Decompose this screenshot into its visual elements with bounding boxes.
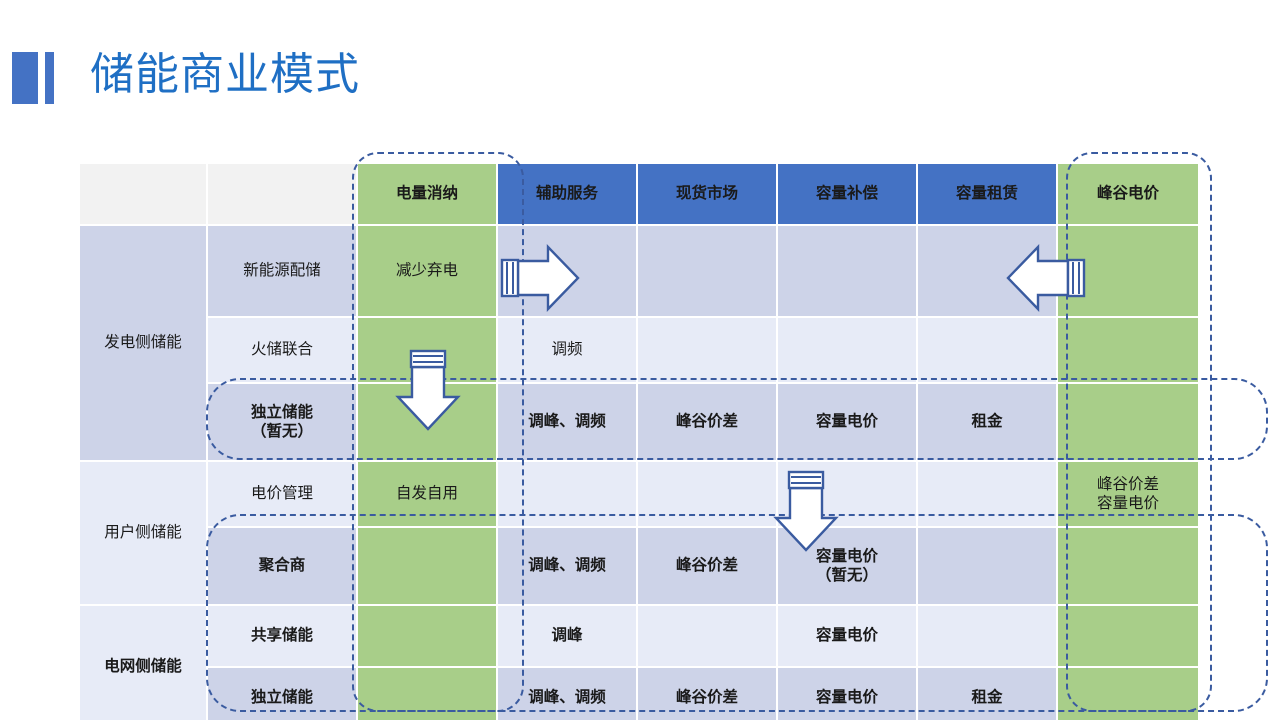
- cell-r6-c1: 调峰、调频: [498, 668, 638, 720]
- cell-r4-c1: 调峰、调频: [498, 528, 638, 606]
- cell-r1-c1: 调频: [498, 318, 638, 384]
- cell-r5-c0: [358, 606, 498, 668]
- column-header-0[interactable]: 电量消纳: [358, 164, 498, 226]
- row-label-4: 聚合商: [208, 528, 358, 606]
- table-row: 电网侧储能共享储能调峰容量电价: [80, 606, 1200, 720]
- cell-r2-c0: [358, 384, 498, 462]
- cell-r3-c1: [498, 462, 638, 528]
- page-title: 储能商业模式: [90, 49, 360, 100]
- row-label-1: 火储联合: [208, 318, 358, 384]
- cell-r4-c3: 容量电价（暂无）: [778, 528, 918, 606]
- group-label-2: 电网侧储能: [80, 606, 208, 720]
- cell-r2-c5: [1058, 384, 1200, 462]
- cell-r3-c4: [918, 462, 1058, 528]
- cell-r1-c4: [918, 318, 1058, 384]
- cell-r1-c3: [778, 318, 918, 384]
- cell-r4-c0: [358, 528, 498, 606]
- cell-r0-c2: [638, 226, 778, 318]
- group-label-0: 发电侧储能: [80, 226, 208, 462]
- cell-r1-c2: [638, 318, 778, 384]
- cell-r4-c2: 峰谷价差: [638, 528, 778, 606]
- cell-r2-c3: 容量电价: [778, 384, 918, 462]
- cell-r3-c0: 自发自用: [358, 462, 498, 528]
- row-label-3: 电价管理: [208, 462, 358, 528]
- cell-r3-c5: 峰谷价差容量电价: [1058, 462, 1200, 528]
- cell-r2-c1: 调峰、调频: [498, 384, 638, 462]
- column-header-2[interactable]: 现货市场: [638, 164, 778, 226]
- table-row: 独立储能（暂无） 调峰、调频峰谷价差容量电价租金: [80, 384, 1200, 462]
- cell-r1-c5: [1058, 318, 1200, 384]
- cell-r5-c3: 容量电价: [778, 606, 918, 668]
- cell-r2-c2: 峰谷价差: [638, 384, 778, 462]
- title-accent-bars: [12, 52, 54, 104]
- table-row: 用户侧储能电价管理自发自用 峰谷价差容量电价: [80, 462, 1200, 606]
- row-label-6: 独立储能: [208, 668, 358, 720]
- cell-r5-c5: [1058, 606, 1200, 668]
- table-row: 火储联合 调频: [80, 318, 1200, 384]
- column-header-4[interactable]: 容量租赁: [918, 164, 1058, 226]
- cell-r0-c4: [918, 226, 1058, 318]
- column-header-5[interactable]: 峰谷电价: [1058, 164, 1200, 226]
- column-header-1[interactable]: 辅助服务: [498, 164, 638, 226]
- cell-r6-c0: [358, 668, 498, 720]
- cell-r0-c3: [778, 226, 918, 318]
- business-model-matrix: 电量消纳辅助服务现货市场容量补偿容量租赁峰谷电价发电侧储能新能源配储减少弃电火储…: [80, 164, 1200, 720]
- cell-r6-c3: 容量电价: [778, 668, 918, 720]
- cell-r0-c1: [498, 226, 638, 318]
- cell-r1-c0: [358, 318, 498, 384]
- table-row: 聚合商 调峰、调频峰谷价差容量电价（暂无）: [80, 528, 1200, 606]
- cell-r6-c2: 峰谷价差: [638, 668, 778, 720]
- cell-r0-c5: [1058, 226, 1200, 318]
- cell-r3-c3: [778, 462, 918, 528]
- cell-r0-c0: 减少弃电: [358, 226, 498, 318]
- group-label-1: 用户侧储能: [80, 462, 208, 606]
- cell-r3-c2: [638, 462, 778, 528]
- row-label-0: 新能源配储: [208, 226, 358, 318]
- column-header-3[interactable]: 容量补偿: [778, 164, 918, 226]
- cell-r5-c2: [638, 606, 778, 668]
- title-accent-block-large: [12, 52, 38, 104]
- cell-r2-c4: 租金: [918, 384, 1058, 462]
- header-blank-group: [80, 164, 208, 226]
- table-row: 独立储能 调峰、调频峰谷价差容量电价租金: [80, 668, 1200, 720]
- cell-r5-c4: [918, 606, 1058, 668]
- row-label-5: 共享储能: [208, 606, 358, 668]
- row-label-2: 独立储能（暂无）: [208, 384, 358, 462]
- cell-r4-c4: [918, 528, 1058, 606]
- cell-r4-c5: [1058, 528, 1200, 606]
- cell-r6-c5: [1058, 668, 1200, 720]
- header-blank-sub: [208, 164, 358, 226]
- title-accent-block-small: [45, 52, 54, 104]
- cell-r5-c1: 调峰: [498, 606, 638, 668]
- matrix-header-row: 电量消纳辅助服务现货市场容量补偿容量租赁峰谷电价: [80, 164, 1200, 226]
- table-row: 发电侧储能新能源配储减少弃电: [80, 226, 1200, 462]
- cell-r6-c4: 租金: [918, 668, 1058, 720]
